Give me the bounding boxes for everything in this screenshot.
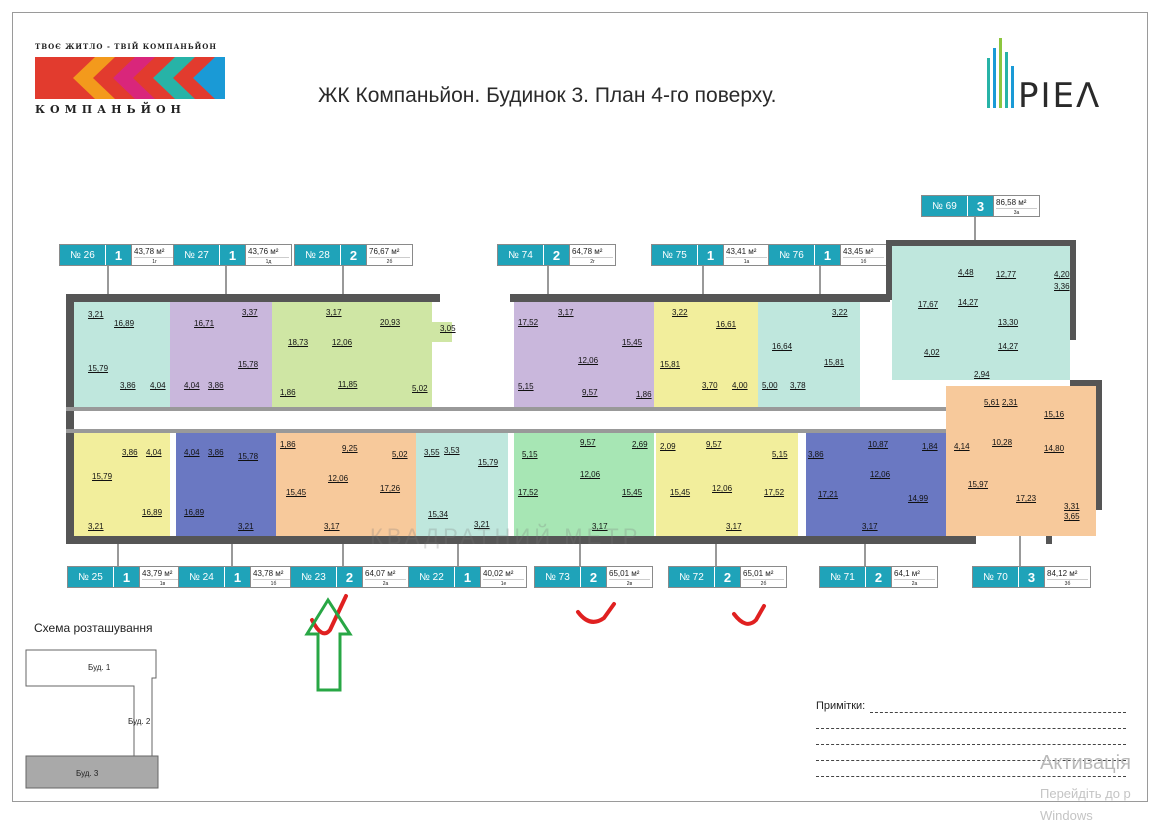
room-count: 2 bbox=[580, 567, 606, 587]
apartment-number: № 75 bbox=[652, 245, 697, 265]
room-count: 2 bbox=[714, 567, 740, 587]
apartment-number: № 28 bbox=[295, 245, 340, 265]
apartment-72[interactable] bbox=[656, 433, 798, 536]
windows-activation-line: Перейдіть до р bbox=[1040, 786, 1131, 801]
location-scheme: Буд. 1 Буд. 2 Буд. 3 bbox=[25, 649, 159, 789]
apartment-number: № 73 bbox=[535, 567, 580, 587]
scheme-title: Схема розташування bbox=[34, 621, 153, 635]
room-count: 3 bbox=[1018, 567, 1044, 587]
room-count: 1 bbox=[224, 567, 250, 587]
brand-name: КОМПАНЬЙОН bbox=[35, 103, 186, 116]
apartment-number: № 70 bbox=[973, 567, 1018, 587]
apartment-76[interactable] bbox=[758, 302, 860, 407]
arrows-logo-icon bbox=[35, 57, 225, 99]
apartment-number: № 25 bbox=[68, 567, 113, 587]
apartment-number: № 69 bbox=[922, 196, 967, 216]
room-count: 3 bbox=[967, 196, 993, 216]
room-count: 2 bbox=[865, 567, 891, 587]
red-check-icon bbox=[576, 602, 616, 624]
bars-logo-icon bbox=[987, 38, 1014, 108]
apartment-22[interactable] bbox=[416, 433, 508, 536]
partner-name: PIEΛ bbox=[1018, 76, 1102, 116]
windows-activation-title: Активація bbox=[1040, 752, 1131, 774]
apartment-number: № 72 bbox=[669, 567, 714, 587]
company-logo: ТВОЄ ЖИТЛО - ТВІЙ КОМПАНЬЙОН КОМПАНЬЙОН bbox=[35, 42, 225, 116]
apartment-28[interactable] bbox=[272, 302, 432, 407]
apartment-71[interactable] bbox=[806, 433, 946, 536]
apartment-73[interactable] bbox=[514, 433, 654, 536]
room-count: 1 bbox=[814, 245, 840, 265]
apartment-23[interactable] bbox=[276, 433, 416, 536]
apartment-75[interactable] bbox=[654, 302, 758, 407]
storage-room bbox=[432, 322, 452, 342]
room-count: 2 bbox=[336, 567, 362, 587]
room-count: 1 bbox=[105, 245, 131, 265]
page-title: ЖК Компаньйон. Будинок 3. План 4-го пове… bbox=[318, 84, 777, 107]
room-count: 1 bbox=[113, 567, 139, 587]
apartment-25[interactable] bbox=[74, 433, 170, 536]
apartment-number: № 23 bbox=[291, 567, 336, 587]
green-arrow-icon bbox=[304, 597, 353, 692]
apartment-69[interactable] bbox=[892, 246, 1070, 380]
apartment-number: № 76 bbox=[769, 245, 814, 265]
room-count: 1 bbox=[219, 245, 245, 265]
apartment-number: № 27 bbox=[174, 245, 219, 265]
notes-title: Примітки: bbox=[816, 700, 866, 712]
apartment-number: № 24 bbox=[179, 567, 224, 587]
apartment-number: № 74 bbox=[498, 245, 543, 265]
apartment-70[interactable] bbox=[946, 386, 1096, 536]
svg-text:Буд. 3: Буд. 3 bbox=[76, 769, 99, 778]
red-check-icon bbox=[732, 604, 766, 626]
brand-tagline: ТВОЄ ЖИТЛО - ТВІЙ КОМПАНЬЙОН bbox=[35, 42, 217, 51]
apartment-74[interactable] bbox=[514, 302, 654, 407]
room-count: 2 bbox=[543, 245, 569, 265]
watermark: КВАДРАТНИЙ МЕТР bbox=[370, 524, 642, 549]
apartment-number: № 71 bbox=[820, 567, 865, 587]
svg-text:Буд. 1: Буд. 1 bbox=[88, 663, 111, 672]
svg-text:Буд. 2: Буд. 2 bbox=[128, 717, 151, 726]
apartment-26[interactable] bbox=[74, 302, 170, 407]
room-count: 1 bbox=[454, 567, 480, 587]
apartment-number: № 26 bbox=[60, 245, 105, 265]
apartment-27[interactable] bbox=[170, 302, 272, 407]
windows-activation-line-2: Windows bbox=[1040, 808, 1093, 822]
room-count: 2 bbox=[340, 245, 366, 265]
partner-logo: PIEΛ bbox=[985, 38, 1135, 118]
building-3-highlight bbox=[25, 755, 159, 789]
apartment-24[interactable] bbox=[176, 433, 276, 536]
room-count: 1 bbox=[697, 245, 723, 265]
apartment-number: № 22 bbox=[409, 567, 454, 587]
